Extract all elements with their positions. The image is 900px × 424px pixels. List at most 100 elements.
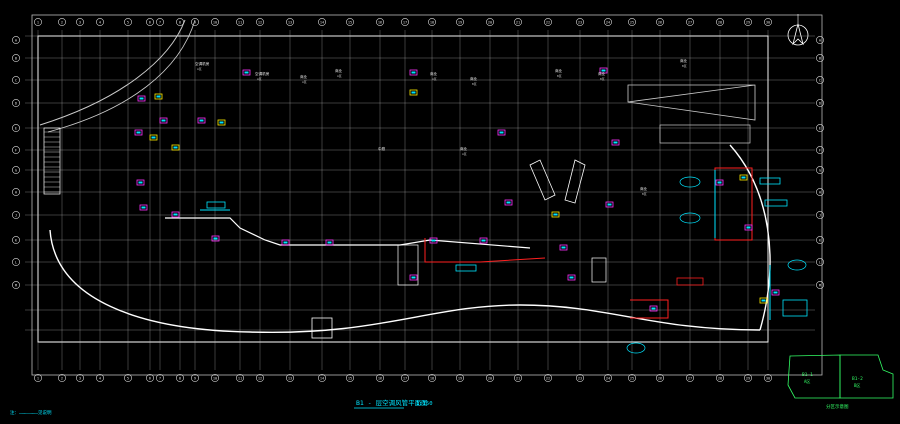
axis-bubble-icon bbox=[96, 18, 104, 26]
axis-label: C bbox=[15, 79, 17, 83]
axis-bubble-icon bbox=[656, 18, 664, 26]
ramp-box bbox=[659, 124, 751, 144]
axis-label: 14 bbox=[320, 21, 324, 25]
room-label: 商业 bbox=[300, 74, 308, 79]
room-label: 商业 bbox=[335, 68, 343, 73]
equipment-block-icon bbox=[159, 117, 168, 124]
axis-label: A bbox=[15, 39, 18, 43]
equipment-block-icon bbox=[479, 237, 488, 244]
axis-bubble-icon bbox=[686, 374, 694, 382]
axis-label: B bbox=[15, 57, 17, 61]
axis-bubble-icon bbox=[764, 18, 772, 26]
room-label: 商业 bbox=[640, 186, 648, 191]
equipment-block-core bbox=[506, 201, 511, 204]
axis-bubble-icon bbox=[816, 54, 824, 62]
shaft bbox=[311, 317, 333, 339]
key-plan-zone-left: B1-1 bbox=[802, 372, 813, 378]
axis-label: J bbox=[819, 214, 821, 218]
axis-bubble-icon bbox=[816, 188, 824, 196]
equipment-block-icon bbox=[325, 239, 334, 246]
equipment-block-icon bbox=[551, 211, 560, 218]
axis-label: G bbox=[15, 169, 17, 173]
axis-bubble-icon bbox=[456, 18, 464, 26]
equipment-block-icon bbox=[154, 93, 163, 100]
axis-label: 13 bbox=[288, 377, 292, 381]
axis-label: 18 bbox=[430, 377, 434, 381]
axis-bubble-icon bbox=[486, 18, 494, 26]
axis-bubble-icon bbox=[428, 18, 436, 26]
axis-label: J bbox=[15, 214, 17, 218]
room-sub-label: B区 bbox=[472, 82, 477, 86]
axis-bubble-icon bbox=[816, 146, 824, 154]
equipment-block-core bbox=[741, 176, 746, 179]
axis-bubble-icon bbox=[58, 374, 66, 382]
ramp bbox=[627, 84, 756, 121]
axis-label: L bbox=[15, 261, 17, 265]
equipment-block-icon bbox=[759, 297, 768, 304]
equipment-block-core bbox=[141, 206, 146, 209]
equipment-block-icon bbox=[771, 289, 780, 296]
axis-bubble-icon bbox=[816, 99, 824, 107]
room-sub-label: A区 bbox=[337, 74, 342, 78]
equipment-block-icon bbox=[171, 211, 180, 218]
stair-left bbox=[43, 127, 61, 195]
room-sub-label: A区 bbox=[432, 77, 437, 81]
axis-label: 7 bbox=[159, 21, 161, 25]
equipment-block-icon bbox=[281, 239, 290, 246]
axis-label: B bbox=[819, 57, 821, 61]
room-sub-label: A区 bbox=[257, 77, 262, 81]
stair-core bbox=[591, 257, 607, 283]
axis-bubble-icon bbox=[96, 374, 104, 382]
grid-lines bbox=[25, 30, 815, 370]
equipment-block-icon bbox=[605, 201, 614, 208]
axis-label: 9 bbox=[194, 377, 196, 381]
callout-bubble-2 bbox=[679, 212, 701, 224]
room-sub-label: A区 bbox=[462, 152, 467, 156]
north-arrow-icon bbox=[787, 14, 809, 46]
equipment-block-icon bbox=[171, 144, 180, 151]
drawing-scale: 1:150 bbox=[416, 401, 433, 407]
axis-bubble-icon bbox=[576, 374, 584, 382]
equipment-block-core bbox=[411, 276, 416, 279]
axis-label: 29 bbox=[746, 21, 750, 25]
axis-bubble-icon bbox=[576, 18, 584, 26]
axis-bubble-icon bbox=[34, 374, 42, 382]
axis-label: 27 bbox=[688, 377, 692, 381]
axis-bubble-icon bbox=[686, 18, 694, 26]
equipment-block-core bbox=[173, 146, 178, 149]
axis-bubble-icon bbox=[146, 18, 154, 26]
callout-box-cyan-2 bbox=[455, 264, 477, 272]
axis-label: 16 bbox=[378, 21, 382, 25]
axis-label: 3 bbox=[79, 377, 81, 381]
axis-bubble-icon bbox=[604, 18, 612, 26]
equipment-block-core bbox=[136, 131, 141, 134]
equipment-block-core bbox=[411, 91, 416, 94]
axis-bubble-icon bbox=[604, 374, 612, 382]
axis-label: D bbox=[819, 102, 821, 106]
axis-label: A bbox=[819, 39, 822, 43]
axis-label: 16 bbox=[378, 377, 382, 381]
axis-bubble-icon bbox=[376, 18, 384, 26]
equipment-block-icon bbox=[599, 67, 608, 74]
equipment-block-icon bbox=[497, 129, 506, 136]
axis-label: 19 bbox=[458, 21, 462, 25]
axis-bubble-icon bbox=[156, 18, 164, 26]
equipment-block-core bbox=[161, 119, 166, 122]
room-label: 商业 bbox=[470, 76, 478, 81]
equipment-block-icon bbox=[409, 89, 418, 96]
axis-bubble-icon bbox=[816, 281, 824, 289]
axis-bubble-icon bbox=[456, 374, 464, 382]
room-sub-label: A区 bbox=[197, 67, 202, 71]
axis-bubble-icon bbox=[716, 374, 724, 382]
axis-label: 25 bbox=[630, 377, 634, 381]
axis-bubble-icon bbox=[346, 18, 354, 26]
axis-label: 5 bbox=[127, 377, 129, 381]
axis-label: D bbox=[15, 102, 17, 106]
axis-bubble-icon bbox=[34, 18, 42, 26]
equipment-block-core bbox=[553, 213, 558, 216]
axis-label: F bbox=[15, 149, 17, 153]
